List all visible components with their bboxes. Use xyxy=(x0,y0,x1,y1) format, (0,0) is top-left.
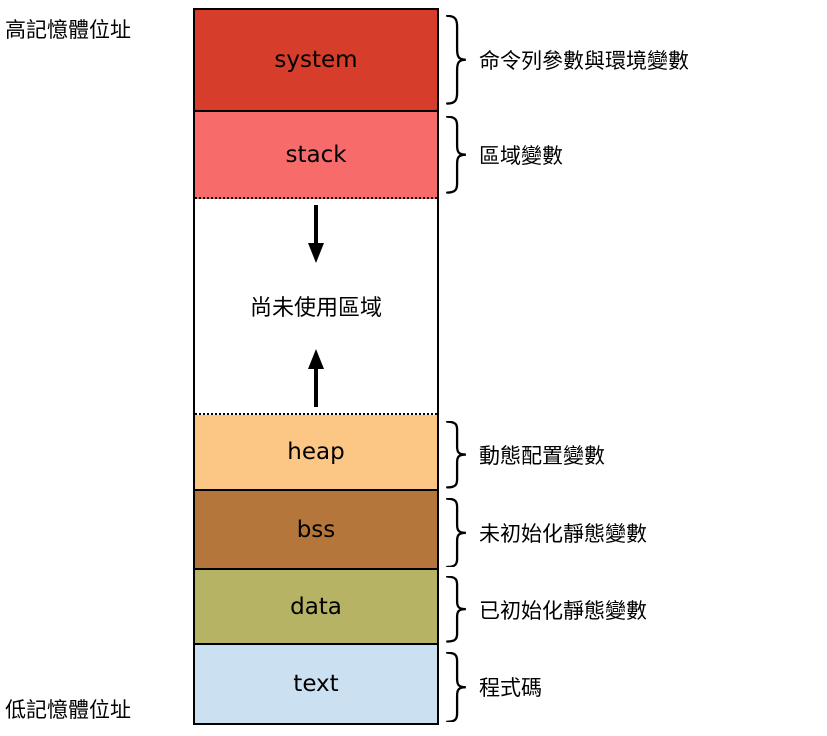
brace-icon xyxy=(445,15,467,104)
segment-system: system xyxy=(195,10,437,112)
high-address-label: 高記憶體位址 xyxy=(5,18,131,42)
segment-text-label: text xyxy=(293,671,339,697)
segment-system-label: system xyxy=(274,47,358,73)
brace-icon xyxy=(445,421,467,488)
segment-heap: heap xyxy=(195,415,437,491)
low-address-label: 低記憶體位址 xyxy=(5,698,131,722)
segment-stack: stack xyxy=(195,112,437,199)
annotation-data: 已初始化靜態變數 xyxy=(445,571,647,648)
segment-data: data xyxy=(195,570,437,645)
annotation-system: 命令列參數與環境變數 xyxy=(445,8,689,112)
annotation-bss-text: 未初始化靜態變數 xyxy=(479,521,647,546)
annotation-stack-text: 區域變數 xyxy=(479,144,563,168)
segment-stack-label: stack xyxy=(285,141,347,168)
annotation-bss: 未初始化靜態變數 xyxy=(445,492,647,573)
annotation-stack: 區域變數 xyxy=(445,110,563,200)
segment-text: text xyxy=(195,645,437,723)
annotation-text-text: 程式碼 xyxy=(479,676,542,700)
brace-icon xyxy=(445,116,467,193)
arrow-down-icon xyxy=(308,205,324,263)
segment-unused-label: 尚未使用區域 xyxy=(249,296,382,321)
annotation-heap-text: 動態配置變數 xyxy=(479,444,605,468)
arrow-up-icon xyxy=(308,349,324,407)
annotation-data-text: 已初始化靜態變數 xyxy=(479,598,647,623)
brace-icon xyxy=(445,652,467,723)
segment-bss: bss xyxy=(195,491,437,570)
brace-icon xyxy=(445,498,467,568)
segment-heap-label: heap xyxy=(287,439,345,465)
brace-icon xyxy=(445,576,467,642)
segment-unused: 尚未使用區域 xyxy=(195,199,437,415)
segment-data-label: data xyxy=(290,593,342,620)
memory-column: system stack 尚未使用區域 heap bss data xyxy=(193,8,439,725)
segment-bss-label: bss xyxy=(296,516,336,543)
annotation-text: 程式碼 xyxy=(445,646,542,728)
annotation-heap: 動態配置變數 xyxy=(445,416,605,494)
annotation-system-text: 命令列參數與環境變數 xyxy=(479,49,689,73)
